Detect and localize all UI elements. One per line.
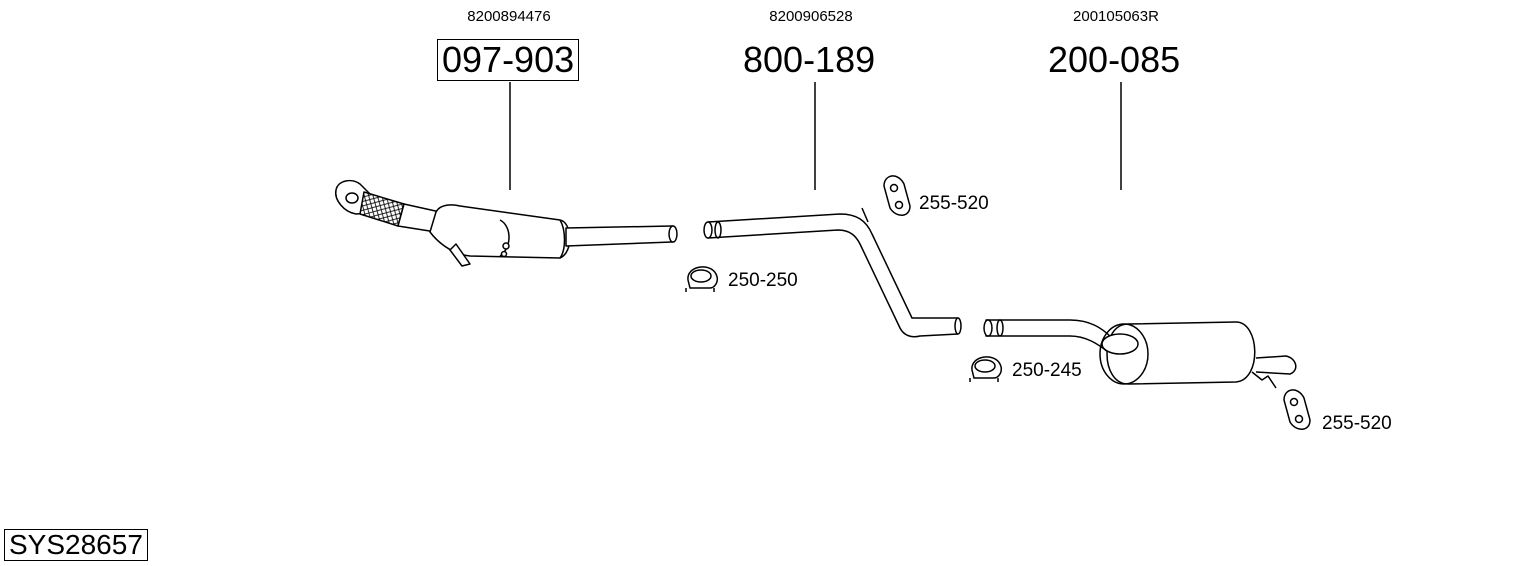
oem-number-rear-silencer: 200105063R <box>1073 8 1159 25</box>
part-number-rear-silencer[interactable]: 200-085 <box>1048 39 1181 80</box>
rear-silencer <box>983 319 1297 389</box>
accessory-label-hanger-2[interactable]: 255-520 <box>1322 413 1392 434</box>
catalyst-outlet-pipe <box>565 225 678 247</box>
part-number-catalyst[interactable]: 097-903 <box>437 39 580 81</box>
oem-number-middle-pipe: 8200906528 <box>769 8 853 25</box>
system-code: SYS28657 <box>4 529 148 561</box>
catalyst-assembly <box>335 179 678 267</box>
flex-pipe <box>359 191 405 227</box>
accessory-label-hanger-1[interactable]: 255-520 <box>919 193 989 214</box>
oem-number-catalyst: 8200894476 <box>467 8 551 25</box>
accessory-label-clamp-1[interactable]: 250-250 <box>728 270 798 291</box>
leader-lines <box>509 82 1122 190</box>
rubber-hanger-icon <box>1283 389 1311 430</box>
part-number-middle-pipe[interactable]: 800-189 <box>743 39 876 80</box>
pipe-clamp-icon <box>969 356 1003 382</box>
rubber-hanger-icon <box>883 175 911 216</box>
catalyst-bracket <box>449 243 471 267</box>
silencer-tailpipe <box>1255 355 1297 375</box>
pipe-clamp-icon <box>685 266 719 292</box>
middle-pipe <box>703 207 962 338</box>
accessory-label-clamp-2[interactable]: 250-245 <box>1012 360 1082 381</box>
